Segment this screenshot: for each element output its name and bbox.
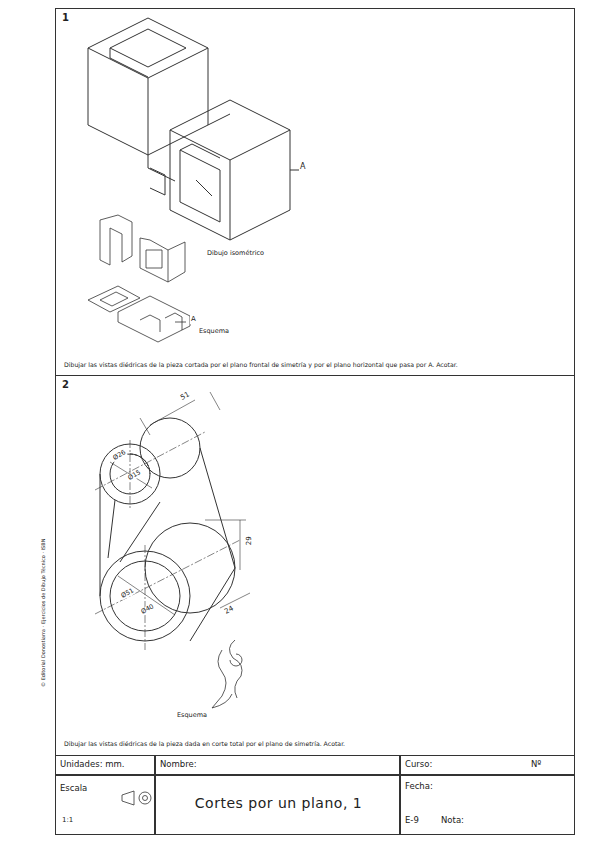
title-block-text: Escala	[60, 784, 87, 794]
exercise-panel: 1Dibujar las vistas diédricas de la piez…	[55, 8, 575, 376]
title-block-text: E-9	[405, 816, 419, 826]
title-block-text: 1:1	[62, 816, 73, 824]
title-block-cell: Escala 1:1	[55, 775, 155, 835]
title-block-text: Nombre:	[160, 760, 197, 770]
drawing-label: A	[190, 316, 197, 324]
sketch	[88, 215, 190, 342]
dimension: 24	[223, 605, 236, 617]
drawing-label: Esquema	[176, 712, 208, 719]
title-block-text: Curso:	[405, 760, 432, 770]
exercise-caption: Dibujar las vistas diédricas de la pieza…	[64, 361, 564, 368]
title-block-text: Fecha:	[405, 782, 433, 792]
isometric-piece	[88, 18, 300, 240]
title-block-text: Nº	[531, 760, 541, 770]
center-lines	[95, 432, 240, 650]
title-block-cell: Cortes por un plano, 1	[155, 775, 400, 835]
exercise-number: 1	[62, 12, 69, 24]
copyright-note: © Editorial Donostiarra · Ejercicios de …	[41, 538, 47, 688]
dimension: Ø40	[139, 603, 156, 617]
exercise-caption: Dibujar las vistas diédricas de la pieza…	[64, 740, 564, 747]
dimension: 51	[179, 391, 192, 403]
dimension: 29	[246, 535, 254, 546]
exercise-panel: 2Dibujar las vistas diédricas de la piez…	[55, 375, 575, 756]
title-block-cell: Fecha: E-9 Nota:	[400, 775, 575, 835]
dimension: Ø15	[126, 469, 143, 483]
exercise-number: 2	[62, 379, 69, 391]
sketch	[212, 640, 242, 708]
projection-symbol	[122, 791, 151, 805]
drawing-label: Esquema	[198, 328, 230, 335]
title-block-cell: Curso: Nº	[400, 755, 575, 775]
dimension-lines	[110, 392, 250, 615]
drawing-label: Dibujo isométrico	[206, 250, 265, 257]
title-block-text: Unidades: mm.	[60, 760, 124, 770]
title-block-text: Nota:	[441, 816, 464, 826]
drawing-label: A	[299, 163, 306, 172]
title-block-text: Cortes por un plano, 1	[156, 795, 401, 811]
cylinder-piece	[100, 418, 235, 641]
dimension: Ø26	[111, 449, 128, 463]
dimension: Ø51	[119, 587, 136, 601]
title-block-cell: Nombre:	[155, 755, 400, 775]
title-block-cell: Unidades: mm.	[55, 755, 155, 775]
